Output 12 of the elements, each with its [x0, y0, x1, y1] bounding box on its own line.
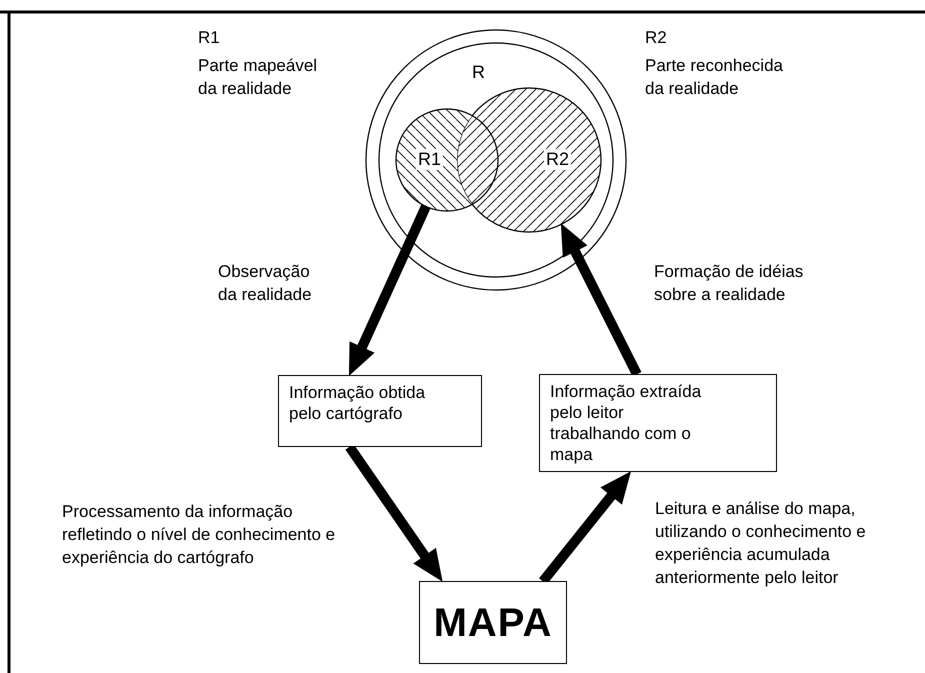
arrow — [348, 204, 431, 376]
region-label: R1 — [416, 149, 444, 170]
arrow — [560, 223, 642, 377]
box-text: Informação extraída pelo leitor trabalhando com o mapa — [549, 381, 702, 466]
map-title: MAPA — [434, 600, 552, 644]
box-text: Informação obtida pelo cartógrafo — [288, 382, 426, 425]
process-box — [278, 375, 482, 447]
region-label: R2 — [544, 149, 572, 170]
double-circle — [366, 30, 626, 290]
arrow — [345, 444, 443, 582]
map-box — [419, 581, 567, 664]
process-box — [539, 374, 777, 472]
